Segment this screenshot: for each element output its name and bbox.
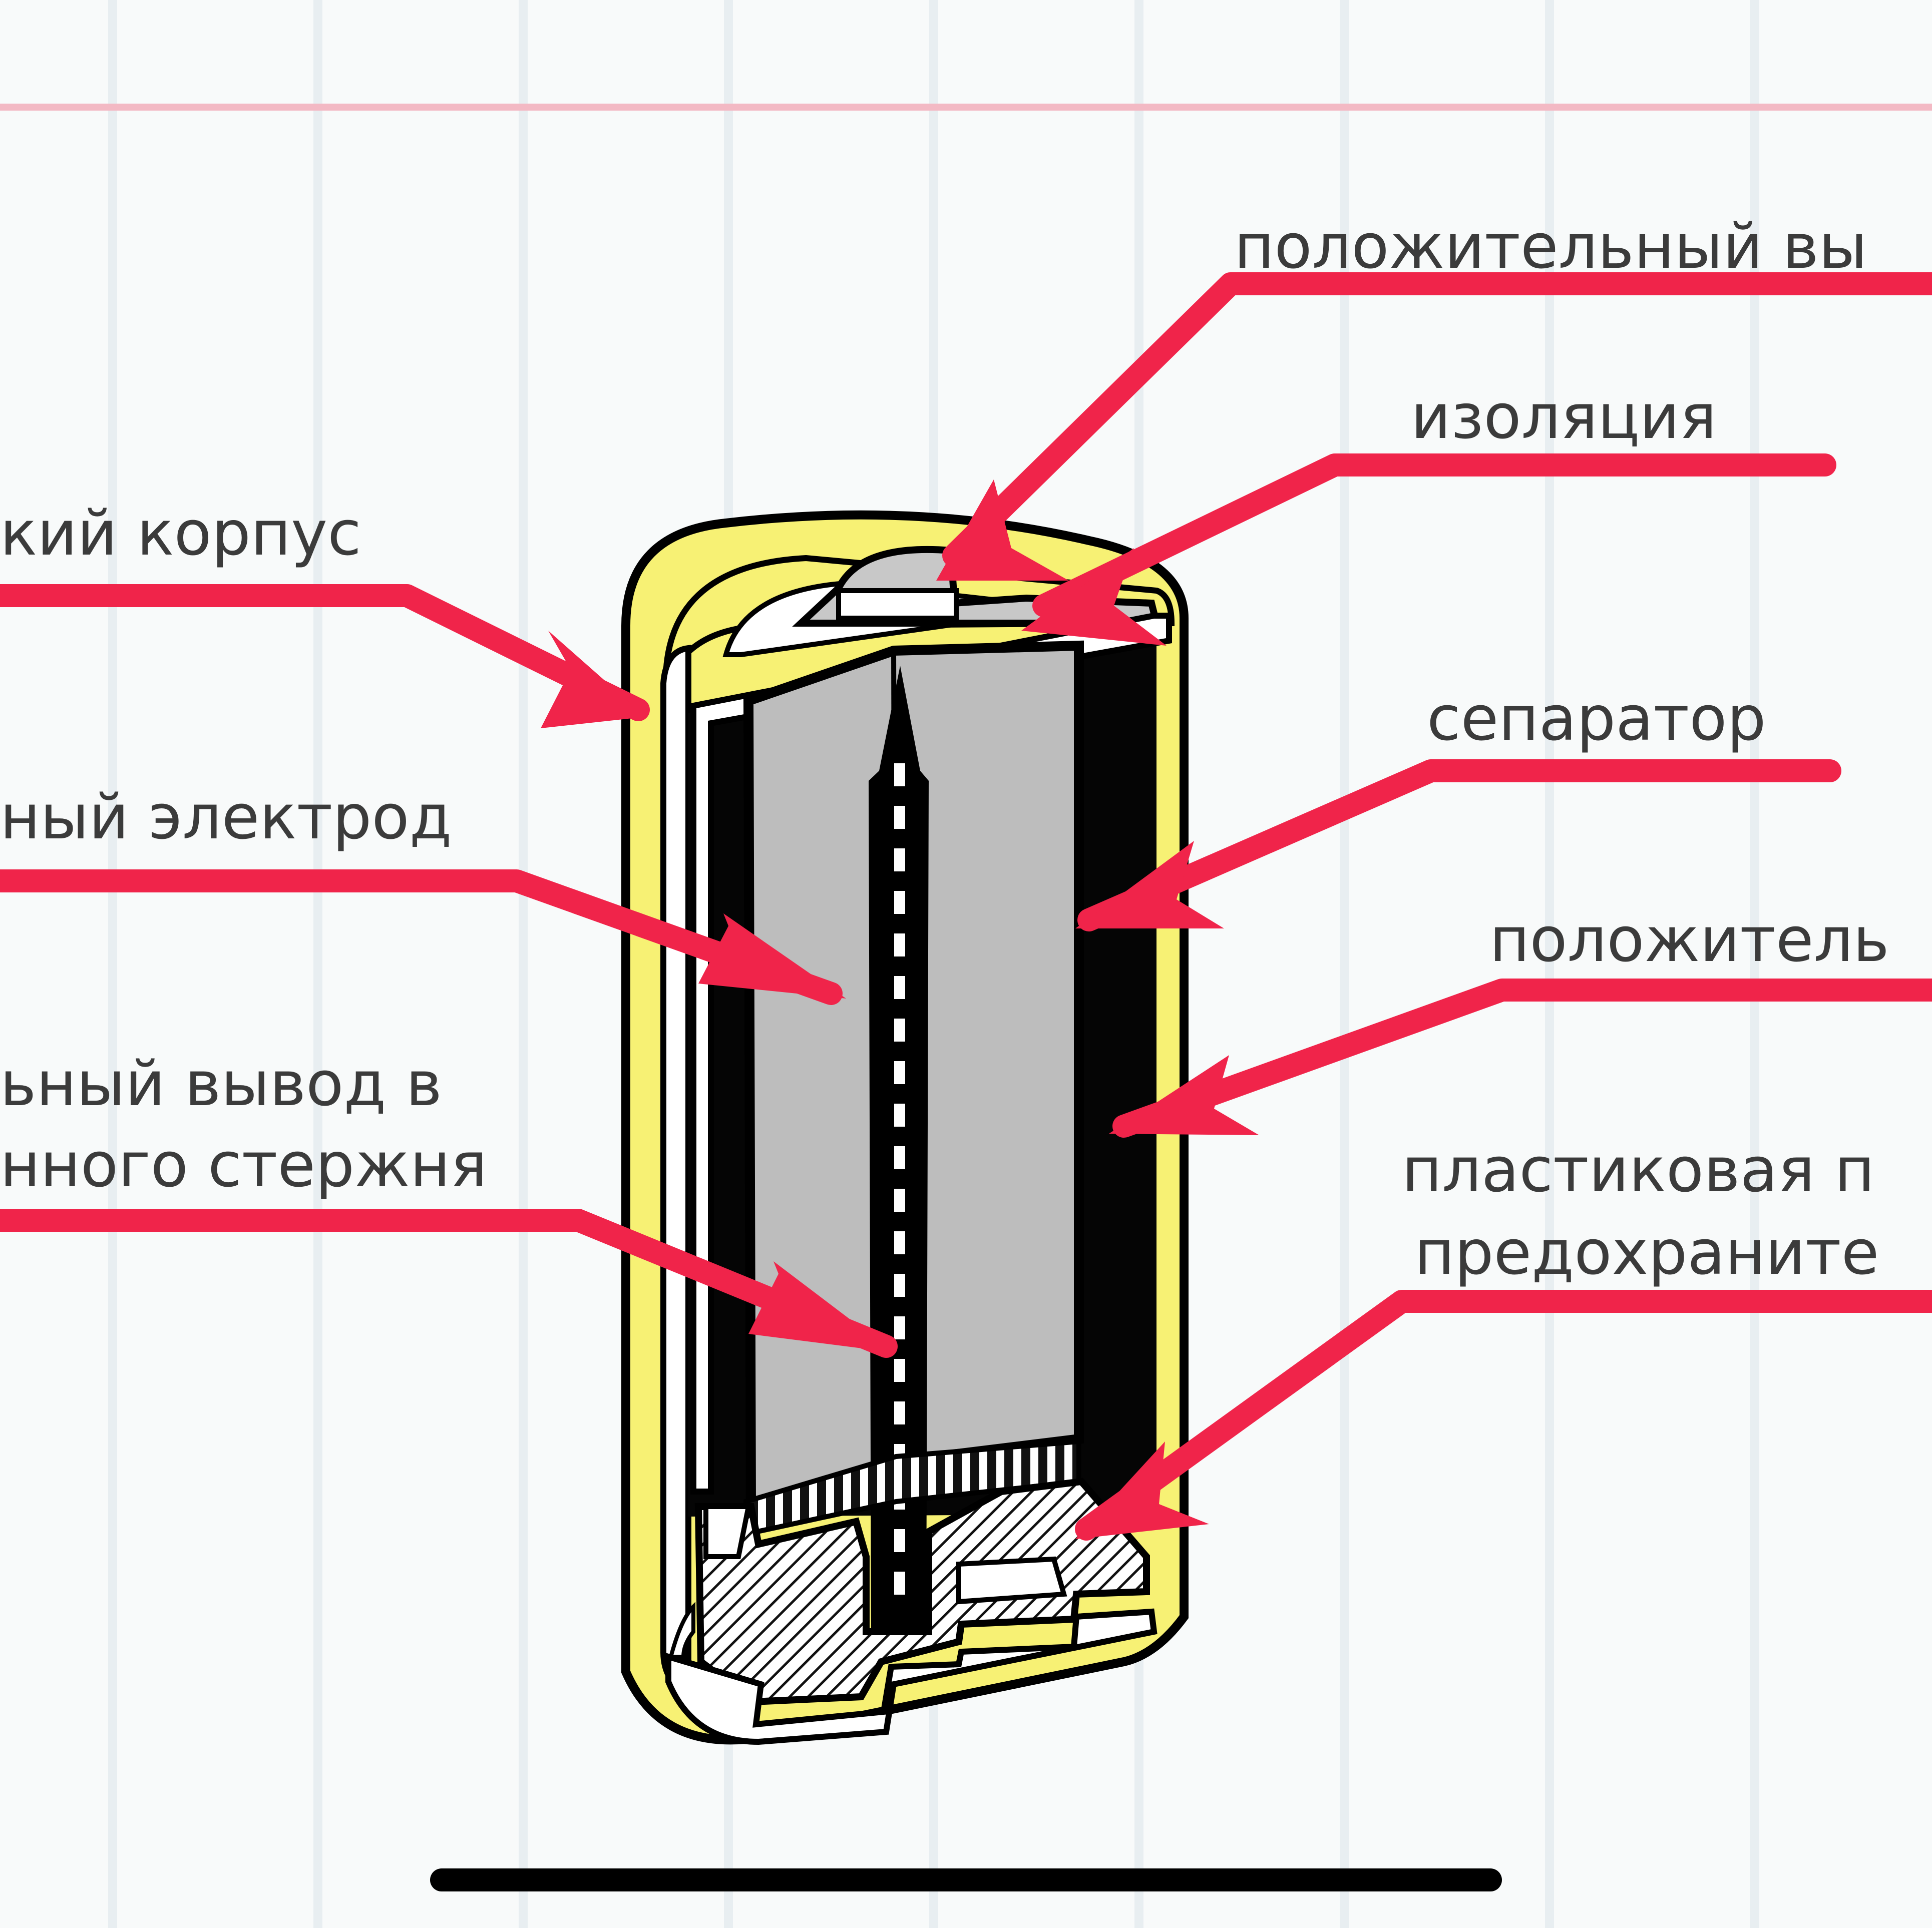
arrow-insulation bbox=[1032, 453, 1836, 617]
diagram-labels: кий корпус ный электрод ьный вывод в нно… bbox=[0, 211, 1889, 1289]
bottom-terminal-plate bbox=[665, 1608, 1157, 1745]
case-wall bbox=[660, 645, 691, 1699]
home-indicator[interactable] bbox=[430, 1868, 1502, 1891]
arrow-positive-electrode bbox=[1112, 979, 1932, 1138]
arrowheads bbox=[541, 479, 1259, 1539]
callout-arrows bbox=[0, 272, 1932, 1541]
label-negative-terminal-line1: ьный вывод в bbox=[0, 1049, 442, 1120]
label-positive-terminal: положительный вы bbox=[1234, 211, 1867, 283]
arrow-plastic-seal bbox=[1075, 1290, 1932, 1541]
arrow-separator bbox=[1077, 759, 1841, 931]
label-plastic-seal-line1: пластиковая п bbox=[1402, 1135, 1875, 1206]
label-positive-electrode: положитель bbox=[1489, 904, 1889, 976]
seal-white-insert-left bbox=[703, 1504, 752, 1559]
arrow-positive-terminal bbox=[942, 272, 1932, 567]
battery-illustration bbox=[621, 510, 1189, 1745]
rod-dashes bbox=[894, 763, 905, 1595]
bottom-bead bbox=[668, 1602, 695, 1659]
label-separator: сепаратор bbox=[1427, 683, 1766, 755]
terminal-neck bbox=[836, 588, 959, 621]
label-plastic-seal-line2: предохраните bbox=[1414, 1217, 1879, 1289]
seal-white-insert-right bbox=[956, 1556, 1067, 1605]
label-insulation: изоляция bbox=[1411, 381, 1717, 453]
label-negative-terminal-line2: нного стержня bbox=[0, 1130, 487, 1201]
label-case: кий корпус bbox=[0, 498, 361, 570]
arrow-case bbox=[0, 584, 650, 721]
label-negative-electrode: ный электрод bbox=[0, 782, 452, 853]
plastic-seal bbox=[694, 1478, 1150, 1706]
